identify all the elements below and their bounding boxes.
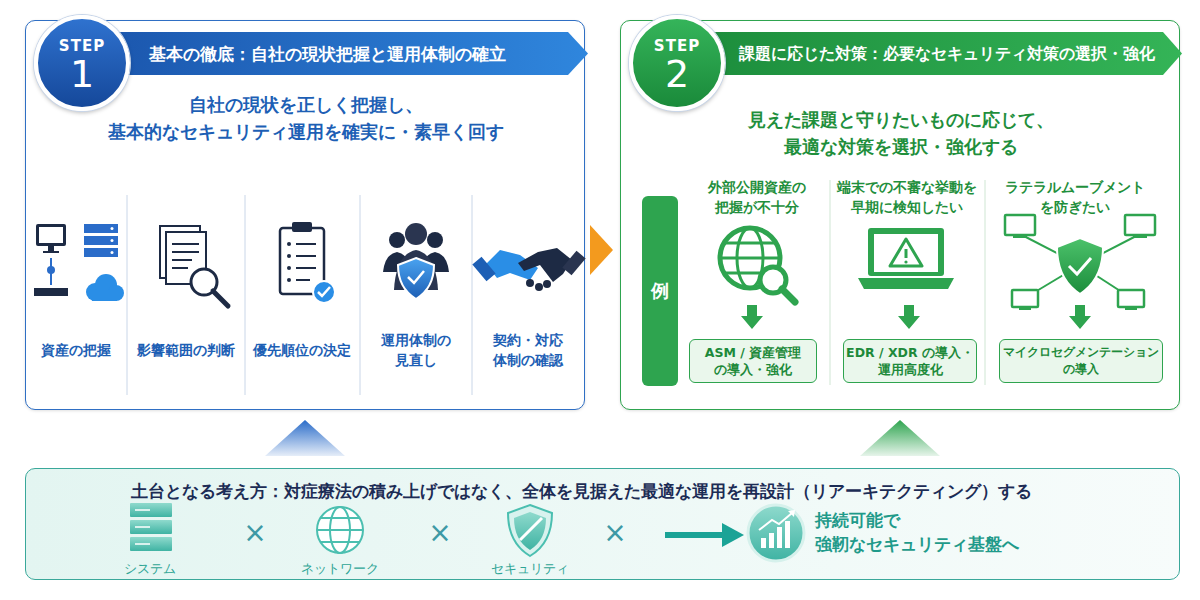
item-label: 運用体制の 見直し [366,330,466,370]
element-label: ネットワーク [290,561,390,577]
panel-heading: 基本の徹底：自社の現状把握と運用体制の確立 [149,33,506,76]
multiply-sign: × [595,517,635,549]
solution-text: マイクロセグメンテーション の導入 [1002,344,1160,378]
flow-arrow [860,420,940,456]
item-label: 資産の把握 [26,340,126,360]
panel-subtitle: 自社の現状を正しく把握し、 基本的なセキュリティ運用を確実に・素早く回す [76,91,536,145]
item-label: 優先順位の決定 [246,340,358,360]
step-badge: STEP2 [629,15,725,111]
issue-label: 端末での不審な挙動を 早期に検知したい [832,177,982,217]
step-label: STEP [59,38,105,54]
multiply-sign: × [420,517,460,549]
panel-subtitle: 見えた課題と守りたいものに応じて、 最適な対策を選択・強化する [711,106,1091,160]
panel-heading: 課題に応じた対策：必要なセキュリティ対策の選択・強化 [739,33,1155,76]
step-label: STEP [654,38,700,54]
example-label: 例 [651,279,669,303]
element-label: セキュリティ [480,561,580,577]
solution-box: マイクロセグメンテーション の導入 [999,339,1163,383]
solution-box: EDR / XDR の導入・運用高度化 [843,339,977,383]
issue-label: 外部公開資産の 把握が不十分 [687,177,827,217]
solution-text: ASM / 資産管理 の導入・強化 [692,344,814,378]
flow-arrow [265,420,345,456]
item-label: 影響範囲の判断 [128,340,244,360]
item-label: 契約・対応 体制の確認 [478,330,578,370]
solution-text: EDR / XDR の導入・運用高度化 [846,344,974,378]
goal-text: 持続可能で 強靭なセキュリティ基盤へ [815,508,1040,556]
example-tag: 例 [642,196,678,386]
solution-box: ASM / 資産管理 の導入・強化 [689,339,817,383]
step-number: 2 [665,54,689,94]
issue-label: ラテラルムーブメント を防ぎたい [990,177,1160,217]
step-number: 1 [70,54,94,94]
foundation-heading: 土台となる考え方：対症療法の積み上げではなく、全体を見据えた最適な運用を再設計（… [131,481,1032,503]
flow-arrow [590,225,613,275]
foundation-band: 土台となる考え方：対症療法の積み上げではなく、全体を見据えた最適な運用を再設計（… [25,468,1180,580]
element-label: システム [105,561,195,577]
multiply-sign: × [235,517,275,549]
step-badge: STEP1 [34,15,130,111]
